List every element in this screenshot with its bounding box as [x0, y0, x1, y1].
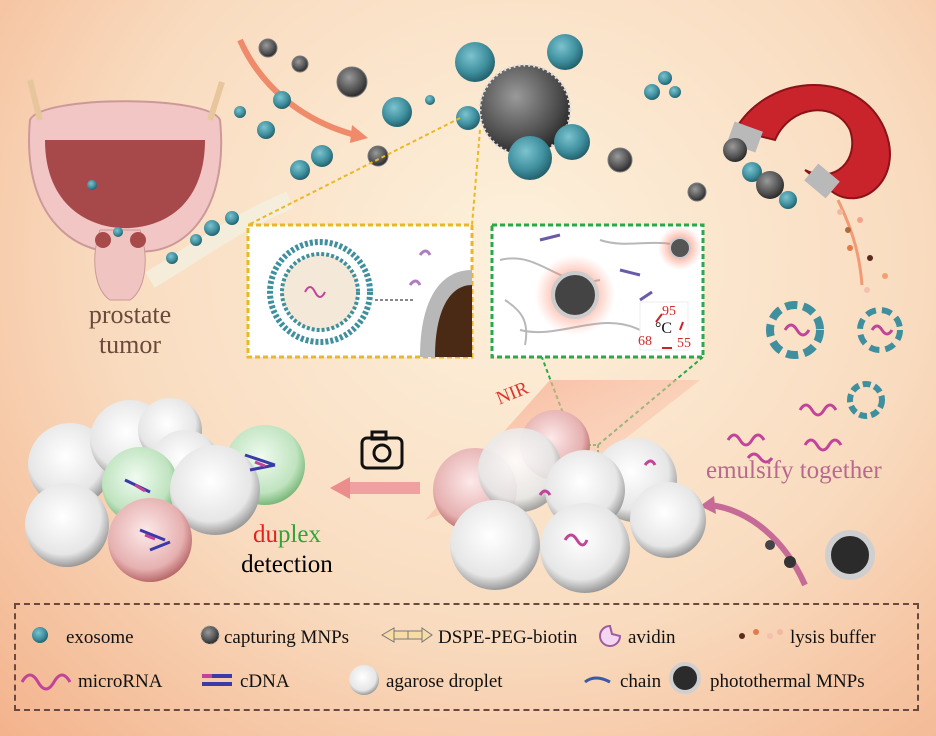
cdna-legend-icon: [202, 674, 232, 686]
mnp-exosome-complex: [455, 34, 590, 180]
duplex-plex: plex: [277, 521, 322, 548]
legend-chain: chain: [620, 671, 662, 692]
temp-68: 68: [638, 334, 652, 349]
chain-legend-icon: [584, 676, 611, 684]
temp-95: 95: [662, 304, 676, 319]
microrna-legend-icon: [20, 673, 72, 691]
arrow-icon: [709, 502, 808, 587]
legend-lysis-buffer: lysis buffer: [790, 627, 876, 648]
lysed-exosomes: [766, 301, 903, 419]
yellow-zoom-inset: [246, 117, 481, 359]
avidin-legend-icon: [599, 624, 622, 647]
detection-word: detection: [241, 551, 333, 578]
legend-capturing-mnps: capturing MNPs: [224, 627, 350, 648]
agarose-droplet-legend-icon: [349, 665, 379, 695]
legend-icons: [20, 624, 783, 695]
legend-agarose-droplet: agarose droplet: [386, 671, 503, 692]
green-zoom-inset: [490, 223, 705, 466]
droplet-cluster-detection: [25, 398, 305, 582]
legend-dspe-peg-biotin: DSPE-PEG-biotin: [438, 627, 578, 648]
capturing-mnps-legend-icon: [200, 625, 220, 645]
prostate-illustration: [27, 79, 294, 301]
temp-unit: °C: [655, 320, 673, 337]
legend-microrna: microRNA: [78, 671, 163, 692]
prostate-tumor-label: prostate tumor: [70, 300, 190, 360]
dspe-peg-biotin-legend-icon: [381, 627, 433, 643]
exosome-legend-icon: [32, 627, 48, 643]
magnet-icon: [723, 84, 891, 209]
photothermal-mnps: [765, 530, 875, 580]
duplex-detection-label: duplex detection: [232, 520, 342, 580]
legend-avidin: avidin: [628, 627, 676, 648]
arrow-head: [350, 125, 368, 143]
lysis-buffer-dots: [837, 209, 888, 293]
emulsify-label: emulsify together: [706, 457, 882, 484]
legend-cdna: cDNA: [240, 671, 290, 692]
legend-photothermal-mnps: photothermal MNPs: [710, 671, 865, 692]
prostate-label-line2: tumor: [98, 330, 162, 359]
arrow-head: [700, 496, 716, 514]
legend-box: exosome capturing MNPs DSPE-PEG-biotin a…: [14, 603, 919, 711]
arrow-head: [330, 477, 350, 499]
exosome-particles: [87, 71, 681, 264]
duplex-du: du: [252, 521, 278, 548]
prostate-label-line1: prostate: [88, 300, 172, 329]
photothermal-mnps-legend-icon: [669, 662, 701, 694]
camera-icon: [360, 430, 404, 470]
capturing-mnps: [258, 38, 707, 202]
lysis-buffer-legend-icon: [739, 629, 783, 639]
temp-55: 55: [677, 336, 691, 351]
free-microrna: [726, 403, 843, 464]
arrow-icon: [836, 199, 864, 286]
legend-exosome: exosome: [66, 627, 134, 648]
droplet-cluster-emulsion: [433, 410, 706, 593]
